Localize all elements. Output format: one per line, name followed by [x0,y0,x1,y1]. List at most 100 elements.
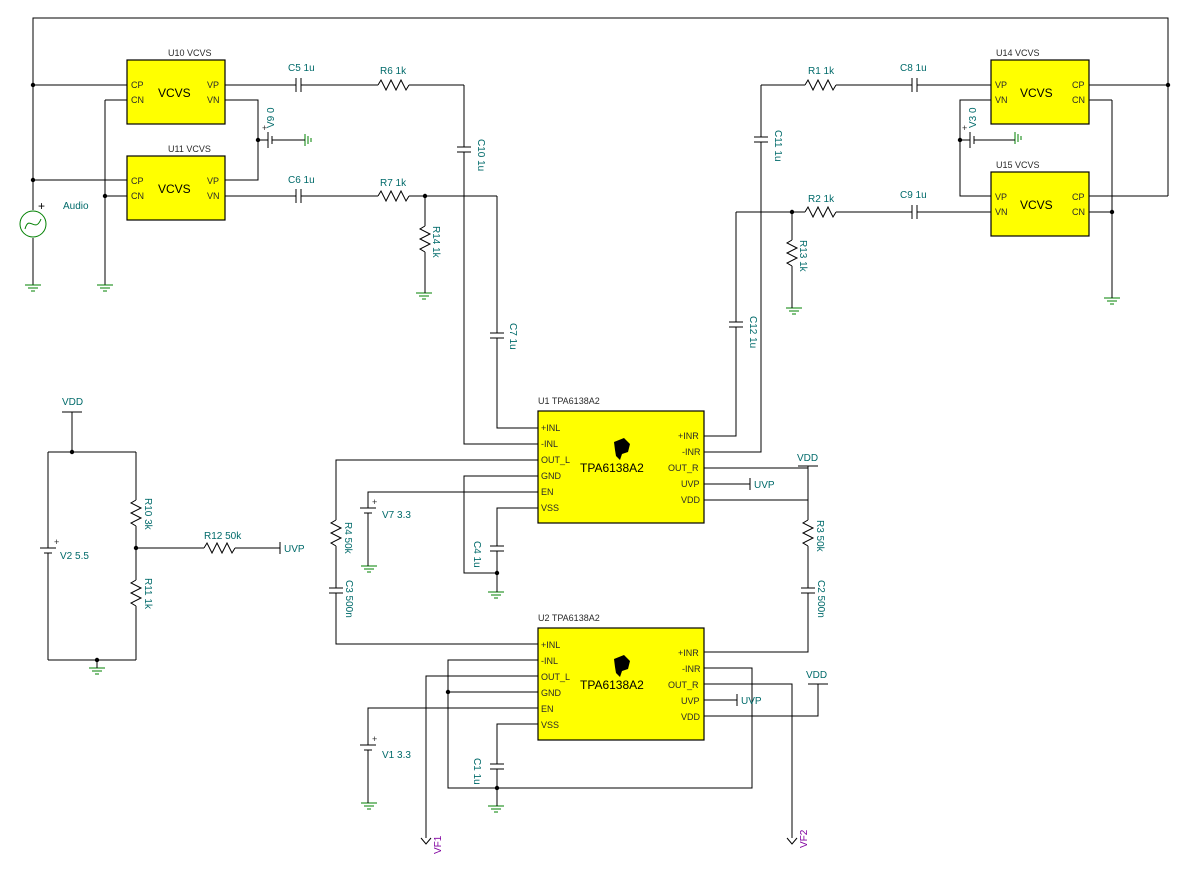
r10-label: R10 3k [142,498,153,531]
r13-label: R13 1k [797,240,808,273]
vdd-label-3: VDD [806,670,827,681]
r4-label: R4 50k [342,522,353,555]
u1-pin-out-r: OUT_R [668,463,699,473]
v3-label: V3 0 [968,107,979,128]
u1-pin-en: EN [541,487,554,497]
u2-pin-inl-minus: -INL [541,656,558,666]
audio-source-wiring [30,17,1169,285]
v9-plus: + [262,123,267,133]
v2-label: V2 5.5 [60,551,89,562]
u1-wiring [329,459,818,653]
v2-plus: + [54,537,59,547]
u14-pin-vn: VN [995,95,1008,105]
c3-label: C3 500n [343,580,354,618]
c4-label: C4 1u [471,541,482,568]
audio-label: Audio [63,201,89,212]
v9-source-wiring [225,99,305,181]
u10-name: U10 VCVS [168,48,212,58]
u11-pin-vn: VN [207,191,220,201]
u2-pin-vss: VSS [541,720,559,730]
r14-label: R14 1k [430,226,441,259]
u1-pin-out-l: OUT_L [541,455,570,465]
uvp-label-3: UVP [741,696,762,707]
top-right-chain [704,78,991,453]
u11-name: U11 VCVS [168,144,211,154]
r3-label: R3 50k [814,520,825,553]
top-left-chain [225,78,538,445]
c9-label: C9 1u [900,190,927,201]
u1-body: TPA6138A2 [580,461,644,475]
u2-name: U2 TPA6138A2 [538,613,600,623]
u2-pin-inr-minus: -INR [682,664,701,674]
v3-plus: + [962,123,967,133]
u10-pin-cn: CN [131,95,144,105]
vf1-probe-label: VF1 [433,835,444,854]
u15-body: VCVS [1020,198,1053,212]
v7-plus: + [372,497,377,507]
u1-pin-uvp: UVP [681,479,700,489]
u11-pin-vp: VP [207,176,219,186]
u2-pin-uvp: UVP [681,696,700,706]
u14-pin-cp: CP [1072,80,1085,90]
u11-body: VCVS [158,182,191,196]
r2-label: R2 1k [808,194,835,205]
v7-label: V7 3.3 [382,510,411,521]
uvp-divider-wiring [40,411,281,668]
uvp-label-1: UVP [284,544,305,555]
u1-pin-inr-plus: +INR [678,431,699,441]
c7-label: C7 1u [507,323,518,350]
u10-pin-cp: CP [131,80,144,90]
c2-label: C2 500n [815,580,826,618]
u2-amplifier [537,627,705,741]
u15-pin-cn: CN [1072,207,1085,217]
u2-pin-out-r: OUT_R [668,680,699,690]
r6-label: R6 1k [380,66,407,77]
u2-wiring [360,659,828,845]
u2-pin-out-l: OUT_L [541,672,570,682]
u15-pin-cp: CP [1072,192,1085,202]
u14-body: VCVS [1020,86,1053,100]
r1-label: R1 1k [808,66,835,77]
u11-pin-cp: CP [131,176,144,186]
v9-label: V9 0 [266,107,277,128]
u1-pin-inr-minus: -INR [682,447,701,457]
u2-body: TPA6138A2 [580,678,644,692]
c11-label: C11 1u [772,130,783,162]
vdd-label-1: VDD [62,397,83,408]
r7-label: R7 1k [380,178,407,189]
u15-pin-vp: VP [995,192,1007,202]
u2-pin-en: EN [541,704,554,714]
c5-label: C5 1u [288,63,315,74]
vdd-label-2: VDD [797,453,818,464]
c1-label: C1 1u [471,758,482,785]
u15-name: U15 VCVS [996,160,1040,170]
u15-pin-vn: VN [995,207,1008,217]
u10-pin-vn: VN [207,95,220,105]
u1-pin-vss: VSS [541,503,559,513]
c12-label: C12 1u [747,316,758,348]
audio-sine-source: + [19,199,47,238]
u1-pin-inl-plus: +INL [541,423,560,433]
u14-name: U14 VCVS [996,48,1040,58]
v1-plus: + [372,734,377,744]
u14-pin-cn: CN [1072,95,1085,105]
u2-pin-inr-plus: +INR [678,648,699,658]
right-vcvs-wiring [957,82,1171,298]
u1-amplifier [537,410,705,524]
u2-pin-vdd: VDD [681,712,701,722]
vf2-probe-label: VF2 [799,829,810,848]
ground-symbols [25,132,1120,813]
r12-label: R12 50k [204,531,242,542]
svg-text:+: + [38,199,45,213]
u11-vcvs [126,155,226,221]
c8-label: C8 1u [900,63,927,74]
r11-label: R11 1k [142,578,153,610]
ti-logo-icon [614,438,630,460]
u14-vcvs [990,59,1090,125]
u1-pin-vdd: VDD [681,495,701,505]
u10-body: VCVS [158,86,191,100]
ti-logo-icon [614,655,630,677]
u1-name: U1 TPA6138A2 [538,396,600,406]
u14-pin-vp: VP [995,80,1007,90]
